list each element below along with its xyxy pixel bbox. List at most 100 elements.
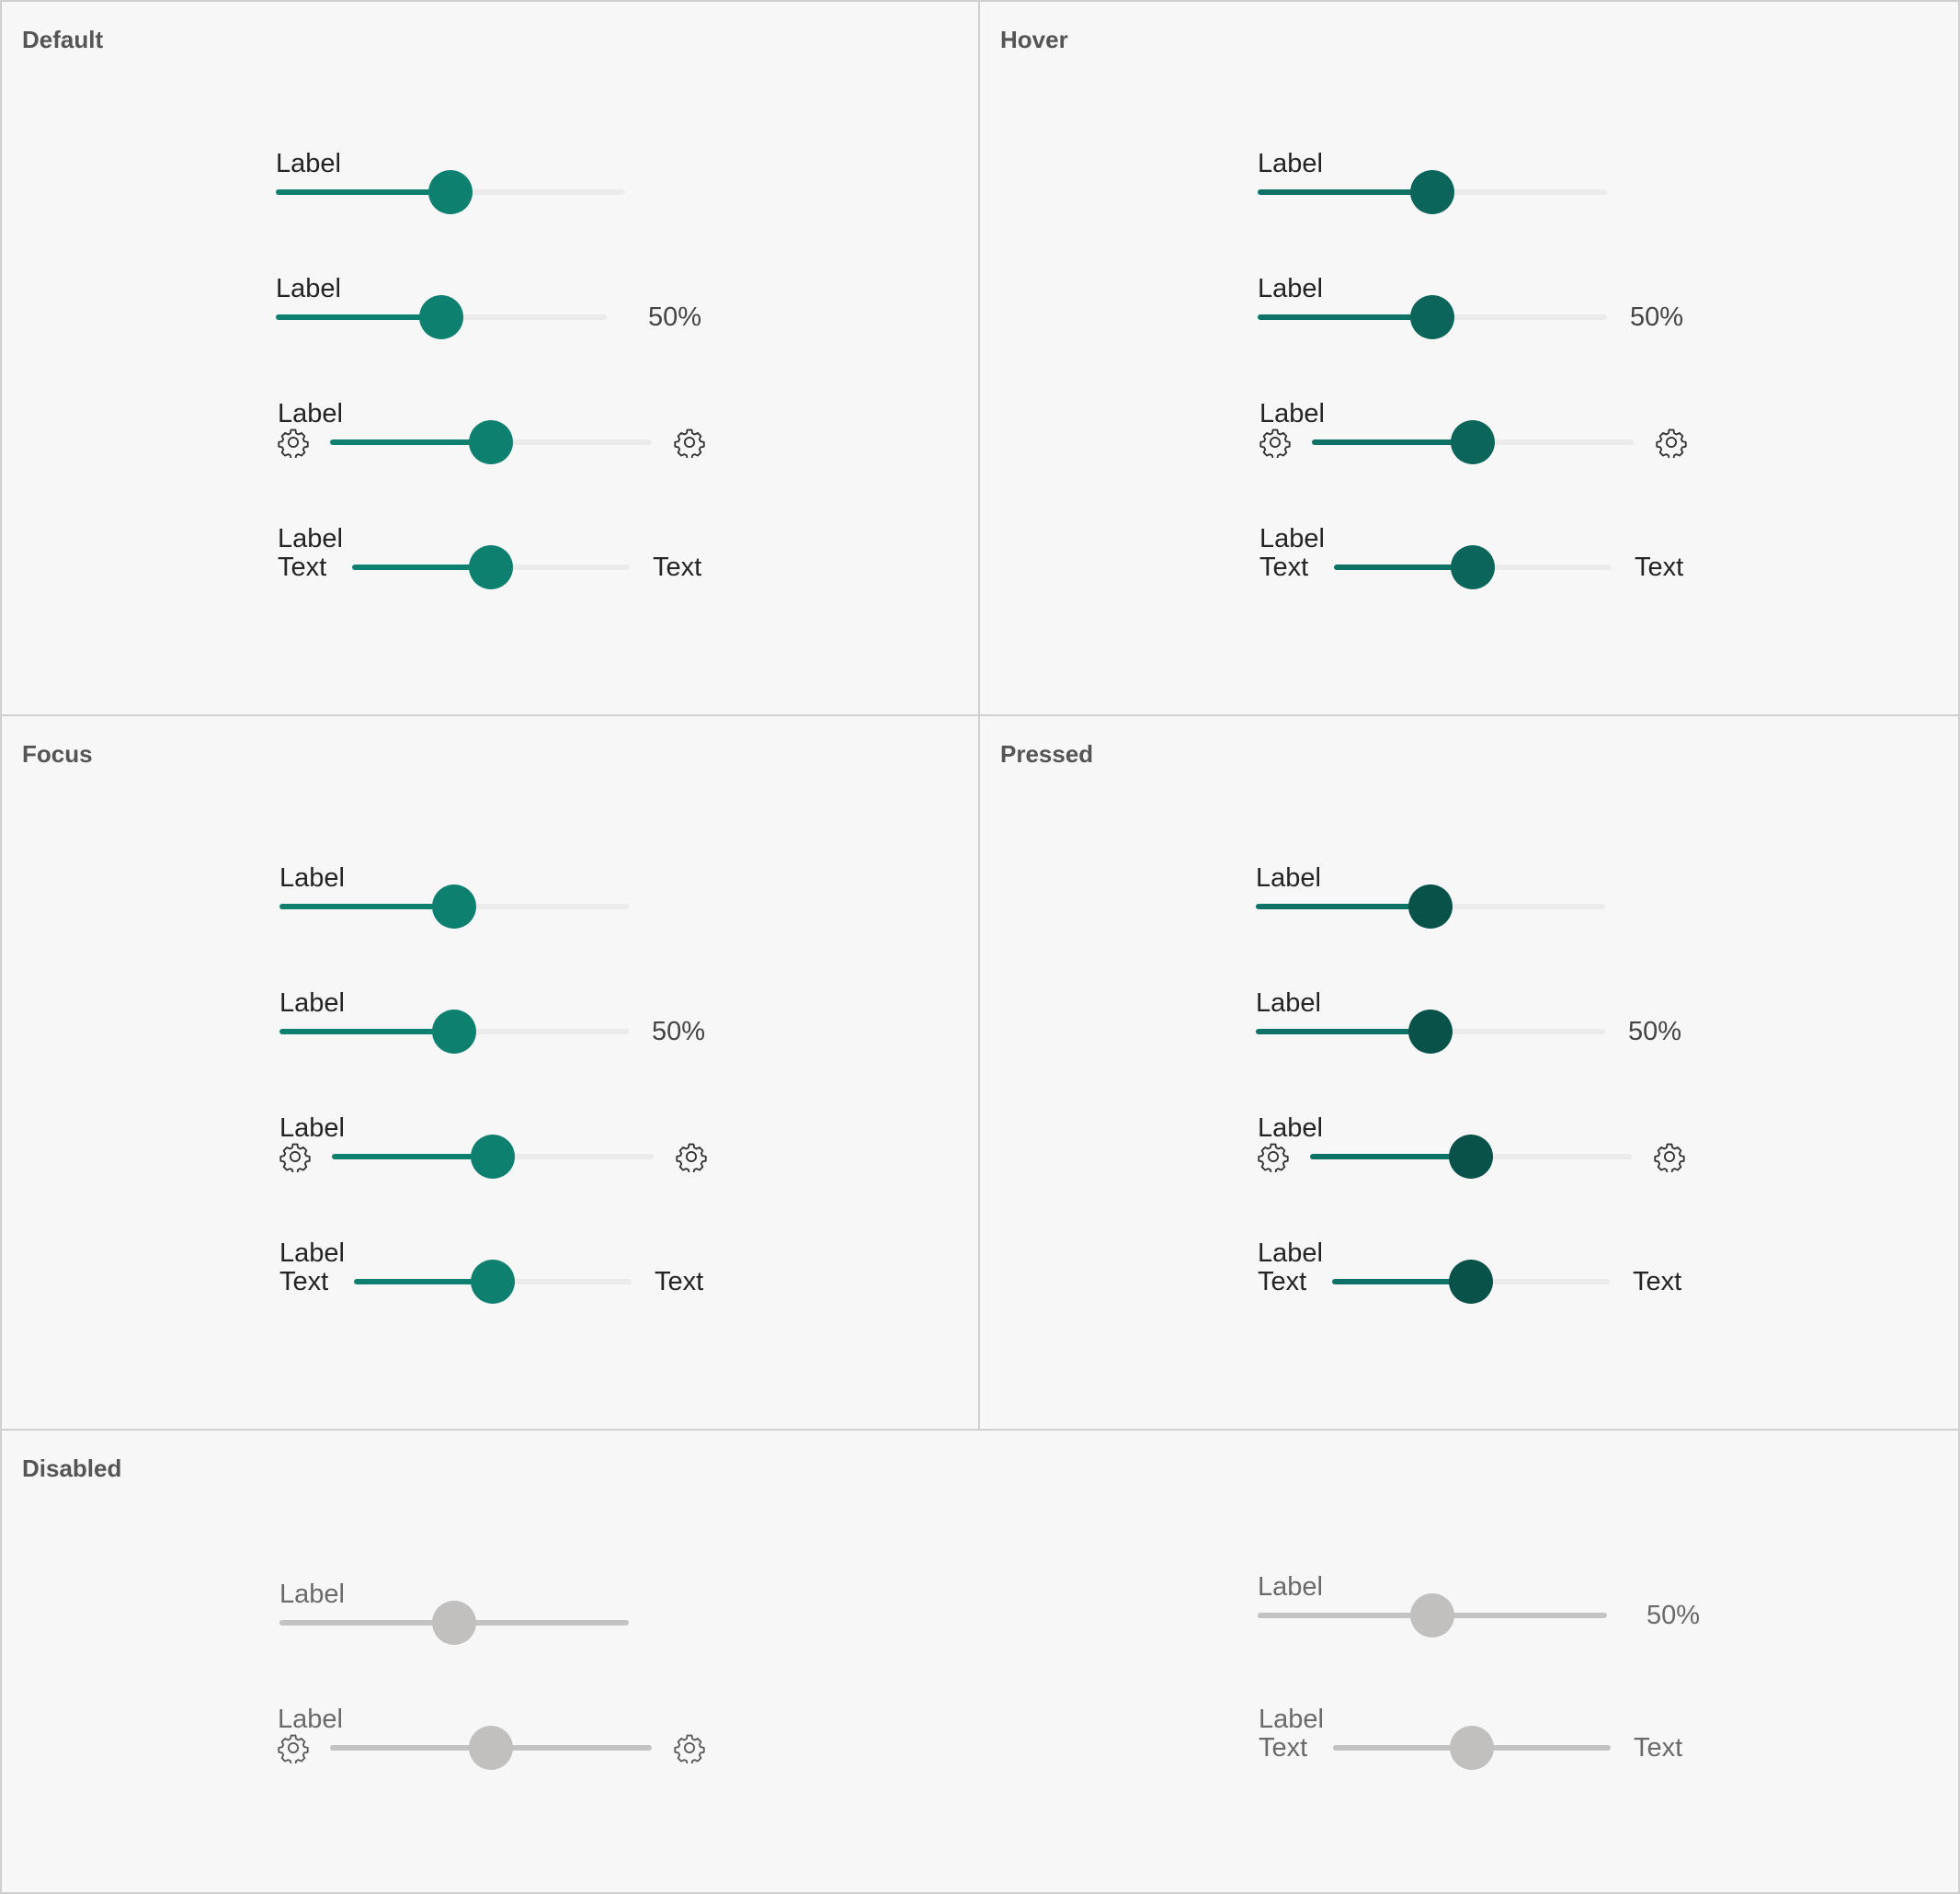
slider-thumb[interactable] bbox=[471, 1135, 515, 1179]
slider-thumb[interactable] bbox=[432, 884, 476, 929]
panel-title: Focus bbox=[22, 740, 93, 768]
slider-label: Label bbox=[279, 1580, 345, 1609]
gear-icon[interactable] bbox=[674, 427, 705, 458]
slider-end-text: Text bbox=[653, 553, 702, 582]
slider-end-text: Text bbox=[655, 1267, 704, 1296]
gear-icon[interactable] bbox=[278, 427, 309, 458]
slider-fill bbox=[352, 565, 491, 570]
slider-with-icons[interactable]: Label bbox=[1259, 399, 1687, 464]
slider-value: 50% bbox=[652, 1017, 706, 1046]
slider-fill bbox=[1256, 1029, 1430, 1034]
panel-title: Pressed bbox=[1000, 740, 1094, 768]
gear-icon[interactable] bbox=[1656, 427, 1687, 458]
slider-with-value[interactable]: Label 50% bbox=[279, 988, 705, 1054]
slider-fill bbox=[1312, 439, 1473, 445]
slider-basic[interactable]: Label bbox=[1258, 149, 1607, 214]
slider-end-text: Text bbox=[1633, 1267, 1682, 1296]
slider-with-icons[interactable]: Label bbox=[279, 1113, 707, 1179]
slider-fill bbox=[354, 1279, 493, 1284]
slider-fill bbox=[276, 314, 441, 320]
panel-title: Default bbox=[22, 26, 104, 53]
slider-label: Label bbox=[1256, 863, 1321, 893]
slider-basic[interactable]: Label bbox=[276, 149, 625, 214]
slider-label: Label bbox=[1259, 1705, 1324, 1734]
slider-label: Label bbox=[1259, 524, 1325, 553]
slider-thumb[interactable] bbox=[428, 170, 473, 214]
slider-with-text[interactable]: Label Text Text bbox=[278, 524, 701, 589]
slider-with-value[interactable]: Label 50% bbox=[1258, 274, 1683, 339]
gear-icon[interactable] bbox=[1654, 1141, 1685, 1172]
panel-default: Default Label Label 50% Label bbox=[0, 0, 980, 716]
gear-icon bbox=[674, 1732, 705, 1763]
slider-with-value: Label 50% bbox=[1258, 1572, 1700, 1637]
slider-thumb[interactable] bbox=[1408, 1010, 1453, 1054]
slider-value: 50% bbox=[1630, 302, 1684, 332]
slider-start-text: Text bbox=[1259, 553, 1309, 582]
slider-fill bbox=[1256, 904, 1430, 909]
slider-fill bbox=[330, 439, 491, 445]
slider-thumb[interactable] bbox=[432, 1010, 476, 1054]
panel-title: Hover bbox=[1000, 26, 1068, 53]
slider-label: Label bbox=[279, 1238, 345, 1268]
slider-start-text: Text bbox=[1258, 1267, 1307, 1296]
slider-thumb bbox=[469, 1726, 513, 1770]
slider-thumb[interactable] bbox=[1449, 1260, 1493, 1304]
gear-icon[interactable] bbox=[279, 1141, 311, 1172]
slider-thumb[interactable] bbox=[471, 1260, 515, 1304]
slider-label: Label bbox=[279, 863, 345, 893]
slider-label: Label bbox=[278, 399, 343, 428]
slider-fill bbox=[1310, 1154, 1471, 1159]
slider-with-text[interactable]: Label Text Text bbox=[279, 1238, 703, 1304]
slider-label: Label bbox=[1258, 274, 1323, 303]
slider-thumb[interactable] bbox=[469, 545, 513, 589]
slider-fill bbox=[276, 189, 450, 195]
slider-label: Label bbox=[278, 524, 343, 553]
slider-thumb[interactable] bbox=[1410, 170, 1454, 214]
gear-icon[interactable] bbox=[676, 1141, 707, 1172]
slider-thumb bbox=[1450, 1726, 1494, 1770]
slider-label: Label bbox=[1258, 1113, 1323, 1143]
slider-label: Label bbox=[278, 1705, 343, 1734]
slider-label: Label bbox=[276, 149, 341, 178]
slider-fill bbox=[1332, 1279, 1471, 1284]
slider-fill bbox=[330, 1745, 491, 1751]
slider-with-value[interactable]: Label 50% bbox=[276, 274, 701, 339]
slider-thumb[interactable] bbox=[419, 295, 463, 339]
slider-label: Label bbox=[1259, 399, 1325, 428]
slider-label: Label bbox=[279, 988, 345, 1018]
slider-label: Label bbox=[1258, 149, 1323, 178]
slider-label: Label bbox=[279, 1113, 345, 1143]
slider-fill bbox=[1334, 565, 1473, 570]
slider-value: 50% bbox=[648, 302, 702, 332]
slider-fill bbox=[279, 904, 454, 909]
slider-end-text: Text bbox=[1634, 1733, 1683, 1763]
gear-icon[interactable] bbox=[1259, 427, 1291, 458]
slider-thumb[interactable] bbox=[1449, 1135, 1493, 1179]
slider-fill bbox=[279, 1620, 454, 1626]
slider-thumb[interactable] bbox=[469, 420, 513, 464]
slider-with-icons[interactable]: Label bbox=[1258, 1113, 1685, 1179]
slider-with-text[interactable]: Label Text Text bbox=[1259, 524, 1683, 589]
slider-thumb[interactable] bbox=[1451, 420, 1495, 464]
slider-basic: Label bbox=[279, 1580, 629, 1645]
panel-title: Disabled bbox=[22, 1455, 122, 1482]
slider-thumb bbox=[432, 1601, 476, 1645]
slider-value: 50% bbox=[1647, 1601, 1701, 1630]
gear-icon[interactable] bbox=[1258, 1141, 1289, 1172]
slider-thumb[interactable] bbox=[1408, 884, 1453, 929]
slider-thumb[interactable] bbox=[1410, 295, 1454, 339]
slider-label: Label bbox=[1258, 1238, 1323, 1268]
panel-hover: Hover Label Label 50% Label bbox=[978, 0, 1960, 716]
slider-label: Label bbox=[276, 274, 341, 303]
slider-fill bbox=[1258, 189, 1432, 195]
slider-thumb bbox=[1410, 1593, 1454, 1637]
slider-with-icons[interactable]: Label bbox=[278, 399, 705, 464]
slider-label: Label bbox=[1258, 1572, 1323, 1602]
panel-pressed: Pressed Label Label 50% Label bbox=[978, 714, 1960, 1431]
slider-fill bbox=[1258, 314, 1432, 320]
slider-with-text[interactable]: Label Text Text bbox=[1258, 1238, 1681, 1304]
panel-disabled: Disabled Label Label 50% Label bbox=[0, 1429, 1960, 1894]
slider-thumb[interactable] bbox=[1451, 545, 1495, 589]
slider-with-value[interactable]: Label 50% bbox=[1256, 988, 1681, 1054]
